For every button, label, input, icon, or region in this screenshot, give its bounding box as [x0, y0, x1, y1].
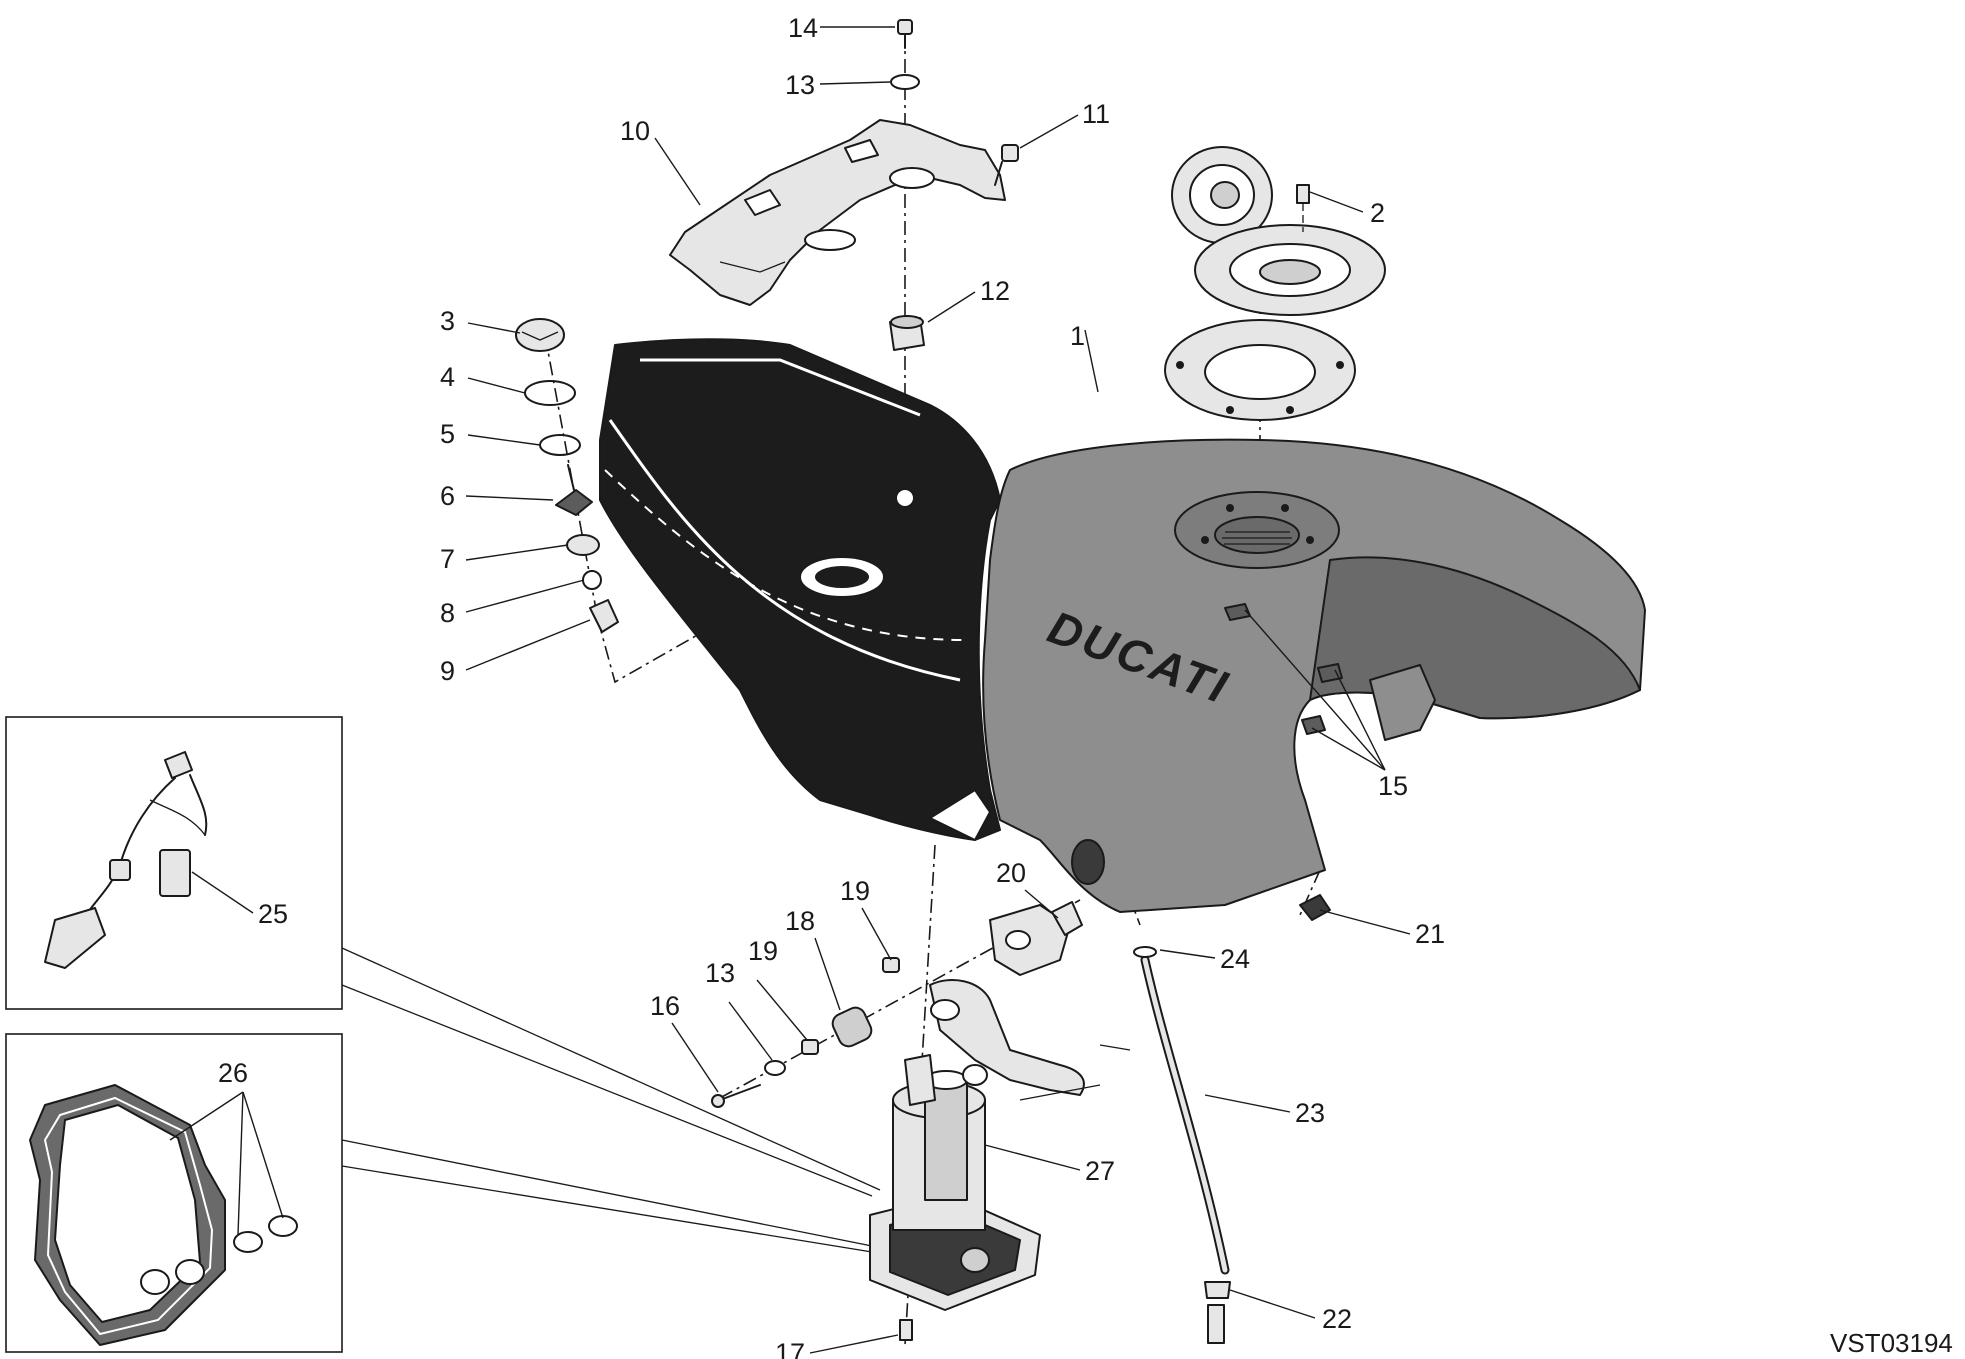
callout-2: 2: [1370, 198, 1385, 228]
fuel-tank: DUCATI: [982, 438, 1646, 913]
mounting-bracket: [711, 901, 1131, 1108]
callout-14: 14: [788, 13, 818, 43]
callout-19-left: 19: [748, 936, 778, 966]
callout-7: 7: [440, 544, 455, 574]
callout-6: 6: [440, 481, 455, 511]
callout-8: 8: [440, 598, 455, 628]
callout-5: 5: [440, 419, 455, 449]
callout-16: 16: [650, 991, 680, 1021]
callout-24: 24: [1220, 944, 1250, 974]
callout-1: 1: [1070, 321, 1085, 351]
drawing-code: VST03194: [1830, 1328, 1953, 1358]
callout-19-right: 19: [840, 876, 870, 906]
callout-11: 11: [1082, 99, 1110, 129]
callout-3: 3: [440, 306, 455, 336]
callout-12: 12: [980, 276, 1010, 306]
tank-cover-shell: [599, 338, 1001, 841]
pump-gasket-detail: [29, 1084, 298, 1346]
top-fasteners: [889, 19, 1019, 351]
callout-23: 23: [1295, 1098, 1325, 1128]
callout-27: 27: [1085, 1156, 1115, 1186]
callout-numbers: 1 2 3 4 5 6 7 8 9 10 11 12 13 14 15 16 1…: [218, 13, 1445, 1359]
callout-25: 25: [258, 899, 288, 929]
callout-18: 18: [785, 906, 815, 936]
callout-10: 10: [620, 116, 650, 146]
callout-leader-lines: [169, 26, 1411, 1354]
detail-projection-lines: [341, 947, 881, 1253]
callout-17: 17: [775, 1338, 805, 1359]
fuel-pump: [869, 1054, 1041, 1341]
breather-hose: [1133, 894, 1331, 1344]
callout-15: 15: [1378, 771, 1408, 801]
top-cover-plate: [669, 119, 1006, 306]
wiring-harness-detail: [44, 751, 208, 969]
callout-26: 26: [218, 1058, 248, 1088]
callout-9: 9: [440, 656, 455, 686]
filler-cap-assembly: [1164, 146, 1386, 421]
callout-13-top: 13: [785, 70, 815, 100]
callout-22: 22: [1322, 1304, 1352, 1334]
callout-20: 20: [996, 858, 1026, 888]
callout-4: 4: [440, 362, 455, 392]
callout-13-bottom: 13: [705, 958, 735, 988]
callout-21: 21: [1415, 919, 1445, 949]
